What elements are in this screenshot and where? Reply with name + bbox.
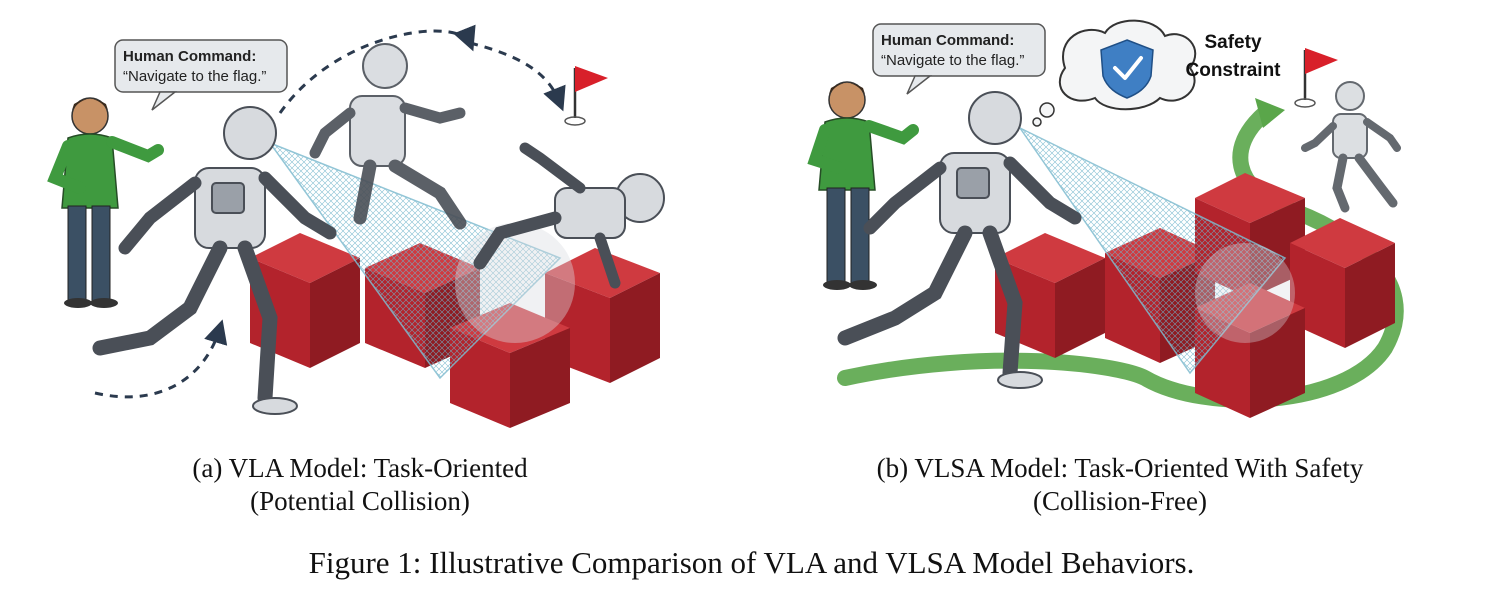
- robot-falling: [473, 142, 665, 289]
- command-bubble: Human Command: “Navigate to the flag.”: [114, 39, 288, 111]
- jump-arrow-2: [469, 41, 566, 112]
- bubble-title: Human Command:: [881, 32, 1014, 49]
- panel-b-svg: Human Command: “Navigate to the flag.” S…: [807, 19, 1404, 418]
- obstacle-box: [545, 248, 660, 383]
- obstacle-box: [1290, 218, 1395, 348]
- subcaption-a-line1: (a) VLA Model: Task-Oriented: [192, 453, 528, 483]
- flag-icon: [564, 66, 608, 126]
- robot-main: [92, 106, 337, 415]
- bubble-text: “Navigate to the flag.”: [881, 52, 1024, 69]
- figure-caption: Figure 1: Illustrative Comparison of VLA…: [308, 545, 1195, 580]
- safety-label-line1: Safety: [1204, 32, 1261, 53]
- subcaption-b: (b) VLSA Model: Task-Oriented With Safet…: [790, 452, 1450, 518]
- robot-ahead: [1301, 81, 1401, 213]
- bubble-text: “Navigate to the flag.”: [123, 68, 266, 85]
- safe-path-arrowhead: [1255, 98, 1285, 128]
- subcaption-b-line2: (Collision-Free): [1033, 486, 1207, 516]
- subcaption-a-line2: (Potential Collision): [250, 486, 470, 516]
- subcaption-a: (a) VLA Model: Task-Oriented (Potential …: [60, 452, 660, 518]
- subcaption-b-line1: (b) VLSA Model: Task-Oriented With Safet…: [876, 453, 1364, 483]
- robot-jumping: [309, 43, 467, 230]
- perception-zone: [1195, 243, 1295, 343]
- human-figure: [807, 81, 919, 290]
- vision-cone: [1017, 126, 1287, 375]
- collision-zone: [455, 223, 575, 343]
- safety-label-line2: Constraint: [1186, 60, 1282, 81]
- human-figure: [47, 97, 164, 308]
- jump-arrow: [278, 24, 476, 114]
- shield-check-icon: [1100, 39, 1154, 99]
- thought-cloud: [1032, 19, 1197, 127]
- bubble-title: Human Command:: [123, 48, 256, 65]
- flag-icon: [1294, 48, 1338, 108]
- robot-main: [837, 91, 1082, 389]
- panel-b-illustration: Human Command: “Navigate to the flag.” S…: [785, 18, 1465, 438]
- panel-a-illustration: Human Command: “Navigate to the flag.”: [40, 18, 720, 438]
- command-bubble: Human Command: “Navigate to the flag.”: [872, 23, 1046, 95]
- run-arrow: [94, 319, 228, 399]
- vision-cone: [267, 141, 562, 380]
- panel-a-svg: Human Command: “Navigate to the flag.”: [47, 24, 665, 428]
